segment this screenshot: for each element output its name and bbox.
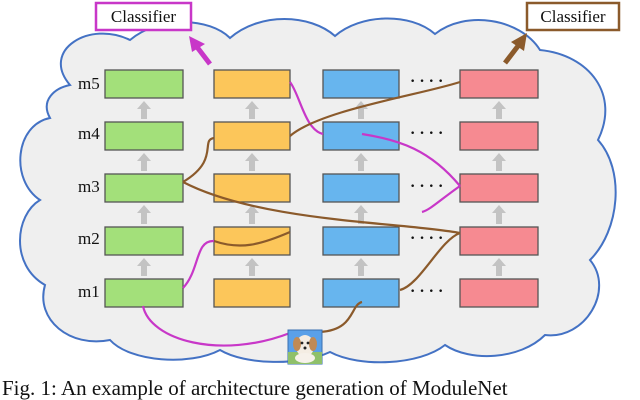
dog-photo-icon [287,329,323,365]
figure-caption: Fig. 1: An example of architecture gener… [2,376,508,400]
row-label-m1: m1 [78,282,100,301]
module-m5-col1 [104,69,184,99]
ellipsis-m4: · · · · [410,125,443,142]
ellipsis-m5: · · · · [410,73,443,90]
ellipsis-m3: · · · · [410,178,443,195]
module-m2-col3 [322,226,400,256]
up-arrow-icon [137,101,151,119]
up-arrow-icon [245,153,259,171]
up-arrow-icon [354,153,368,171]
up-arrow-icon [492,205,506,224]
row-label-m3: m3 [78,177,100,196]
left-classifier-arrow [189,36,212,66]
module-m3-col1 [104,173,184,203]
cloud-background [19,17,617,364]
magenta-path [141,81,461,347]
module-grid [104,69,539,308]
brown-path [182,80,461,334]
up-arrow-icon [492,101,506,119]
module-m3-col3 [322,173,400,203]
module-m4-col4 [459,121,539,151]
left-classifier: Classifier [94,1,193,32]
row-labels: m5 m4 m3 m2 m1 [78,74,100,301]
up-arrow-icon [245,101,259,119]
row-label-m4: m4 [78,124,100,143]
up-arrow-icon [492,258,506,276]
module-m5-col2 [213,69,291,99]
up-arrow-icon [354,258,368,276]
up-arrow-icon [354,205,368,224]
module-m1-col2 [213,278,291,308]
module-m4-col3 [322,121,400,151]
left-classifier-label: Classifier [111,7,176,26]
up-arrow-icon [245,258,259,276]
right-classifier-box [525,1,621,32]
right-classifier-arrow [503,33,527,65]
up-arrow-icon [137,153,151,171]
row-label-m2: m2 [78,229,100,248]
module-m1-col3 [322,278,400,308]
module-m4-col2 [213,121,291,151]
module-m2-col4 [459,226,539,256]
module-m2-col2 [213,226,291,256]
vertical-arrows [137,101,506,276]
module-m2-col1 [104,226,184,256]
right-classifier-label: Classifier [540,7,605,26]
module-m1-col1 [104,278,184,308]
right-classifier: Classifier [525,1,621,32]
up-arrow-icon [245,205,259,224]
up-arrow-icon [137,258,151,276]
left-classifier-box [94,1,193,32]
module-m3-col4 [459,173,539,203]
module-m4-col1 [104,121,184,151]
row-label-m5: m5 [78,74,100,93]
ellipses: · · · · · · · · · · · · · · · · · · · · [410,73,443,300]
up-arrow-icon [492,153,506,171]
module-m5-col4 [459,69,539,99]
ellipsis-m2: · · · · [410,230,443,247]
ellipsis-m1: · · · · [410,283,443,300]
module-m5-col3 [322,69,400,99]
module-m3-col2 [213,173,291,203]
up-arrow-icon [137,205,151,224]
module-m1-col4 [459,278,539,308]
